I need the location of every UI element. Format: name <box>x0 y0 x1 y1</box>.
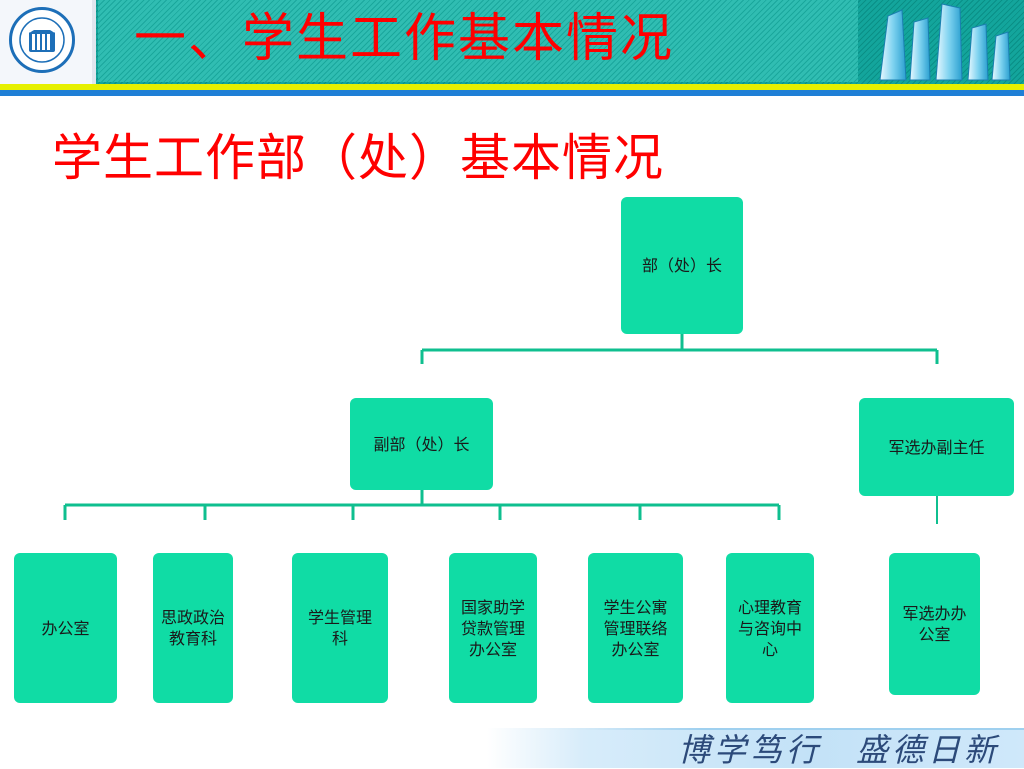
org-node-deputy-director[interactable]: 副部（处）长 <box>350 398 493 490</box>
university-motto: 博学笃行盛德日新 <box>678 732 1000 768</box>
org-node-military-office-label: 军选办办公室 <box>902 604 967 644</box>
header-rule-blue <box>0 90 1024 96</box>
motto-left: 博学笃行 <box>678 731 823 769</box>
org-node-office[interactable]: 办公室 <box>14 553 117 703</box>
org-node-office-label: 办公室 <box>41 618 90 638</box>
section-subtitle: 学生工作部（处）基本情况 <box>52 129 664 187</box>
org-node-military-deputy[interactable]: 军选办副主任 <box>859 398 1014 496</box>
org-node-student-management[interactable]: 学生管理科 <box>292 553 388 703</box>
org-node-student-management-label: 学生管理科 <box>308 608 373 648</box>
title-panel <box>98 0 858 82</box>
org-node-deputy-director-label: 副部（处）长 <box>373 434 470 454</box>
org-node-military-deputy-label: 军选办副主任 <box>888 437 985 457</box>
org-node-student-loan-office[interactable]: 国家助学贷款管理办公室 <box>449 553 537 703</box>
org-node-student-loan-office-label: 国家助学贷款管理办公室 <box>461 597 526 659</box>
org-node-dormitory-office[interactable]: 学生公寓管理联络办公室 <box>588 553 683 703</box>
org-node-ideological-education-label: 思政政治教育科 <box>161 608 226 648</box>
logo-panel <box>0 0 96 84</box>
motto-right: 盛德日新 <box>856 731 1001 769</box>
page-title: 一、学生工作基本情况 <box>134 9 675 69</box>
footer-band <box>487 730 1024 768</box>
org-node-dormitory-office-label: 学生公寓管理联络办公室 <box>603 597 668 659</box>
org-node-director[interactable]: 部（处）长 <box>621 197 743 334</box>
org-node-director-label: 部（处）长 <box>641 256 722 275</box>
org-node-counseling-center-label: 心理教育与咨询中心 <box>738 597 803 659</box>
header-rule-yellow <box>0 84 1024 90</box>
city-buildings-icon <box>879 3 1011 81</box>
org-node-counseling-center[interactable]: 心理教育与咨询中心 <box>726 553 814 703</box>
footer-line <box>487 728 1024 730</box>
org-node-ideological-education[interactable]: 思政政治教育科 <box>153 553 233 703</box>
org-node-military-office[interactable]: 军选办办公室 <box>889 553 980 695</box>
university-seal-icon <box>9 7 75 73</box>
